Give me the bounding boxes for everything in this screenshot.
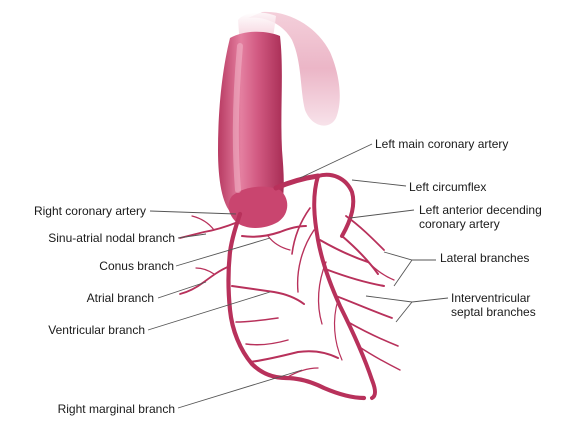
leader-atrial	[157, 281, 207, 299]
label-lateral-branches: Lateral branches	[440, 251, 530, 265]
label-sinu-atrial-nodal-branch: Sinu-atrial nodal branch	[48, 231, 175, 245]
leader-lateral	[383, 251, 436, 261]
leader-septal	[365, 295, 449, 303]
label-septal-line2: septal branches	[451, 305, 536, 319]
label-right-marginal-branch: Right marginal branch	[57, 402, 175, 416]
label-lad-line2: coronary artery	[419, 217, 500, 231]
left-circumflex-artery	[316, 172, 356, 238]
leader-conus	[175, 237, 271, 267]
conus-branch	[241, 225, 307, 238]
leader-right-marginal	[177, 369, 303, 409]
ventricular-branch	[231, 285, 305, 305]
label-right-coronary-artery: Right coronary artery	[33, 204, 146, 218]
label-left-circumflex: Left circumflex	[409, 180, 487, 194]
label-septal-line1: Interventricular	[451, 291, 531, 305]
leader-ventricular	[147, 291, 271, 331]
leader-sinu-atrial	[177, 233, 207, 239]
aortic-arch	[248, 11, 340, 126]
leader-septal-2	[395, 301, 413, 323]
right-marginal-branch	[249, 350, 339, 363]
left-main-artery	[273, 173, 321, 191]
label-ventricular-branch: Ventricular branch	[48, 323, 145, 337]
leader-lad	[349, 209, 415, 219]
atrial-branch	[179, 265, 231, 295]
lad-artery	[312, 174, 377, 400]
rca-artery	[226, 211, 367, 401]
leader-lateral-2	[393, 259, 413, 287]
leader-left-main	[299, 143, 373, 179]
aortic-root	[228, 186, 288, 228]
label-atrial-branch: Atrial branch	[86, 291, 154, 305]
label-left-main-coronary-artery: Left main coronary artery	[375, 137, 509, 151]
leader-left-circumflex	[351, 179, 407, 187]
leader-rca	[149, 210, 237, 215]
label-lad-line1: Left anterior decending	[419, 203, 542, 217]
sa-nodal-branch	[179, 221, 239, 239]
label-conus-branch: Conus branch	[99, 259, 174, 273]
leader-lines	[147, 143, 449, 409]
coronary-arteries	[179, 172, 401, 401]
